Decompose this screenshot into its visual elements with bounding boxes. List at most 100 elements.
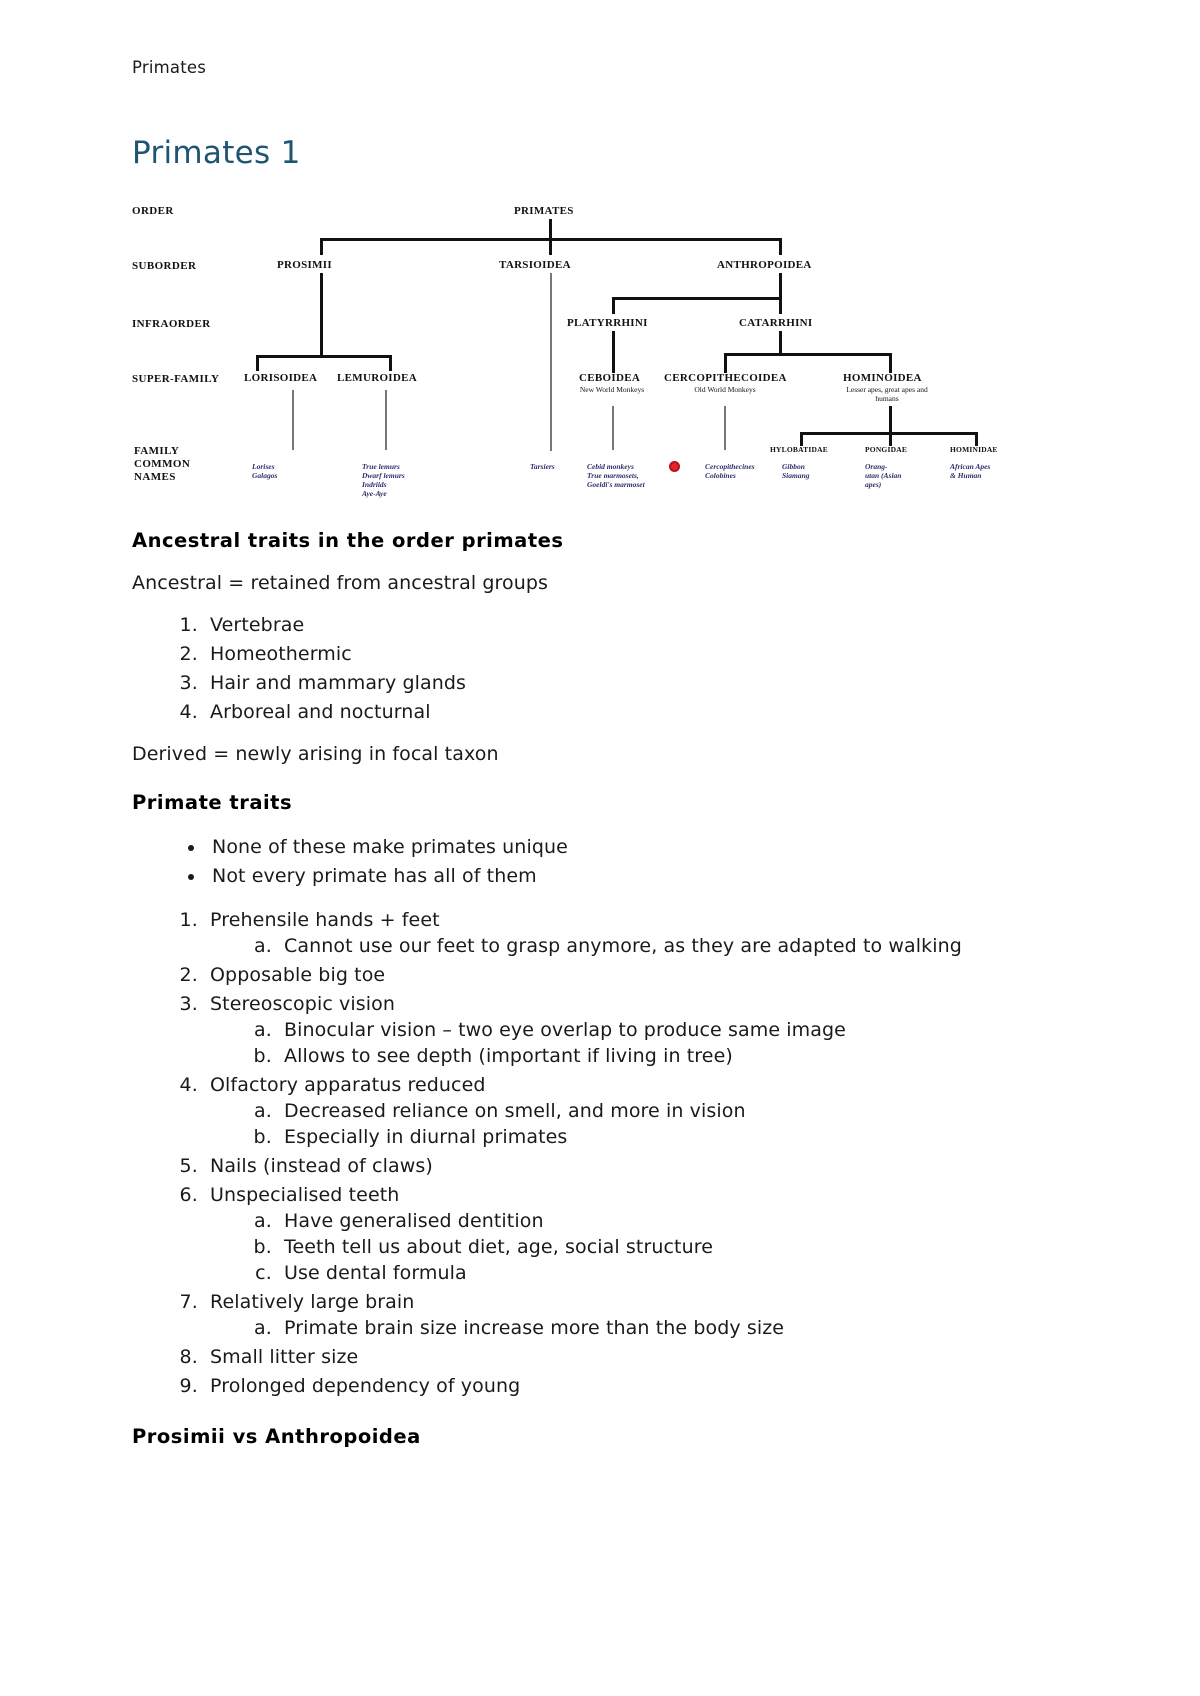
common-name-pongidae-1: Orang- [865, 462, 888, 471]
edge-catarrhini-bar [724, 353, 892, 356]
node-anthropoidea: ANTHROPOIDEA [717, 259, 812, 271]
edge-lorisoidea-names [292, 390, 294, 450]
node-hominoidea-subtitle-2: humans [875, 394, 899, 403]
edge-to-hominoidea [889, 353, 892, 373]
common-name-pongidae-2: utan (Asian [865, 471, 902, 480]
edge-ceboidea-names [612, 406, 614, 450]
list-item: Stereoscopic vision Binocular vision – t… [204, 991, 1072, 1069]
common-name-hylobatidae-1: Gibbon [782, 462, 805, 471]
primate-traits-bullets: None of these make primates unique Not e… [132, 834, 1072, 889]
node-tarsioidea: TARSIOIDEA [499, 259, 571, 271]
common-name-lemuroidea-3: Indriids [362, 480, 387, 489]
sub-list-item: Decreased reliance on smell, and more in… [278, 1098, 1072, 1124]
list-item: Prehensile hands + feet Cannot use our f… [204, 907, 1072, 959]
edge-cercopithecoidea-names [724, 406, 726, 450]
node-cercopithecoidea-subtitle: Old World Monkeys [694, 385, 756, 394]
section-heading-primate-traits: Primate traits [132, 791, 293, 814]
sub-list: Decreased reliance on smell, and more in… [210, 1098, 1072, 1150]
edge-lemuroidea-names [385, 390, 387, 450]
edge-to-hylobatidae [800, 432, 803, 446]
common-name-hylobatidae-2: Siamang [782, 471, 810, 480]
edge-catarrhini-stem [779, 331, 782, 355]
edge-infraorder-bar [612, 297, 782, 300]
sub-list-item: Cannot use our feet to grasp anymore, as… [278, 933, 1072, 959]
sub-list: Primate brain size increase more than th… [210, 1315, 1072, 1341]
list-item: Opposable big toe [204, 962, 1072, 988]
common-name-lemuroidea-1: True lemurs [362, 462, 400, 471]
edge-platyrrhini-ceboidea [612, 331, 615, 373]
running-head: Primates [132, 58, 207, 77]
red-dot-marker-icon [669, 461, 680, 472]
common-name-lorisoidea-1: Lorises [252, 462, 275, 471]
sub-list-item: Use dental formula [278, 1260, 1072, 1286]
common-name-cercopithecoidea-1: Cercopithecines [705, 462, 755, 471]
common-name-ceboidea-3: Goeldi's marmoset [587, 480, 645, 489]
sub-list-item: Teeth tell us about diet, age, social st… [278, 1234, 1072, 1260]
sub-list-item: Binocular vision – two eye overlap to pr… [278, 1017, 1072, 1043]
page-title: Primates 1 [132, 135, 301, 171]
node-pongidae: PONGIDAE [865, 445, 908, 454]
node-hominoidea: HOMINOIDEA [843, 372, 922, 384]
edge-to-pongidae [889, 432, 892, 446]
edge-tarsioidea-stem [550, 273, 552, 451]
edge-anthropoidea-stem [779, 273, 782, 299]
edge-to-lorisoidea [256, 355, 259, 371]
list-item: Nails (instead of claws) [204, 1153, 1072, 1179]
node-ceboidea: CEBOIDEA [579, 372, 641, 384]
list-item-text: Olfactory apparatus reduced [210, 1074, 486, 1096]
rank-label-family-2: COMMON [134, 458, 191, 470]
list-item-text: Stereoscopic vision [210, 993, 395, 1015]
rank-label-superfamily: SUPER-FAMILY [132, 373, 220, 385]
page-content: Primates Primates 1 ORDER SUBORDER INFRA… [132, 58, 1072, 1468]
edge-prosimii-bar [256, 355, 392, 358]
list-item-text: Prehensile hands + feet [210, 909, 440, 931]
list-item: Unspecialised teeth Have generalised den… [204, 1182, 1072, 1286]
list-item: Arboreal and nocturnal [204, 699, 1072, 725]
list-item: Relatively large brain Primate brain siz… [204, 1289, 1072, 1341]
list-item: Olfactory apparatus reduced Decreased re… [204, 1072, 1072, 1150]
common-name-cercopithecoidea-2: Colobines [705, 471, 736, 480]
common-name-ceboidea-1: Cebid monkeys [587, 462, 634, 471]
edge-to-hominidae [975, 432, 978, 446]
section-heading-prosimii-vs-anthropoidea: Prosimii vs Anthropoidea [132, 1425, 421, 1448]
list-item-text: Relatively large brain [210, 1291, 415, 1313]
sub-list: Have generalised dentition Teeth tell us… [210, 1208, 1072, 1286]
derived-definition: Derived = newly arising in focal taxon [132, 743, 499, 765]
node-hominidae: HOMINIDAE [950, 445, 998, 454]
node-ceboidea-subtitle: New World Monkeys [579, 385, 645, 394]
common-name-lemuroidea-2: Dwarf lemurs [362, 471, 405, 480]
list-item: Vertebrae [204, 612, 1072, 638]
rank-label-suborder: SUBORDER [132, 260, 197, 272]
edge-to-prosimii [320, 238, 323, 255]
node-prosimii: PROSIMII [277, 259, 332, 271]
edge-to-tarsioidea [549, 238, 552, 255]
edge-hominoidea-stem [889, 406, 892, 434]
edge-primates-stem [549, 219, 552, 239]
sub-list: Cannot use our feet to grasp anymore, as… [210, 933, 1072, 959]
section-heading-ancestral-traits: Ancestral traits in the order primates [132, 529, 564, 552]
sub-list-item: Allows to see depth (important if living… [278, 1043, 1072, 1069]
edge-to-catarrhini [779, 297, 782, 314]
common-name-lemuroidea-4: Aye-Aye [362, 489, 387, 498]
rank-label-family-1: FAMILY [134, 445, 180, 457]
ancestral-traits-list: Vertebrae Homeothermic Hair and mammary … [132, 612, 1072, 725]
edge-to-lemuroidea [389, 355, 392, 371]
node-primates: PRIMATES [514, 205, 574, 217]
node-lemuroidea: LEMUROIDEA [337, 372, 418, 384]
common-name-hominidae-2: & Human [950, 471, 982, 480]
rank-label-infraorder: INFRAORDER [132, 318, 211, 330]
node-lorisoidea: LORISOIDEA [244, 372, 318, 384]
list-item: Not every primate has all of them [206, 863, 1072, 889]
sub-list: Binocular vision – two eye overlap to pr… [210, 1017, 1072, 1069]
common-name-lorisoidea-2: Galagos [252, 471, 278, 480]
common-name-pongidae-3: apes) [865, 480, 882, 489]
edge-to-platyrrhini [612, 297, 615, 314]
node-platyrrhini: PLATYRRHINI [567, 317, 648, 329]
rank-label-family-3: NAMES [134, 471, 176, 483]
list-item: Homeothermic [204, 641, 1072, 667]
primate-traits-list: Prehensile hands + feet Cannot use our f… [132, 907, 1072, 1399]
node-cercopithecoidea: CERCOPITHECOIDEA [664, 372, 787, 384]
sub-list-item: Especially in diurnal primates [278, 1124, 1072, 1150]
ancestral-definition: Ancestral = retained from ancestral grou… [132, 572, 549, 594]
